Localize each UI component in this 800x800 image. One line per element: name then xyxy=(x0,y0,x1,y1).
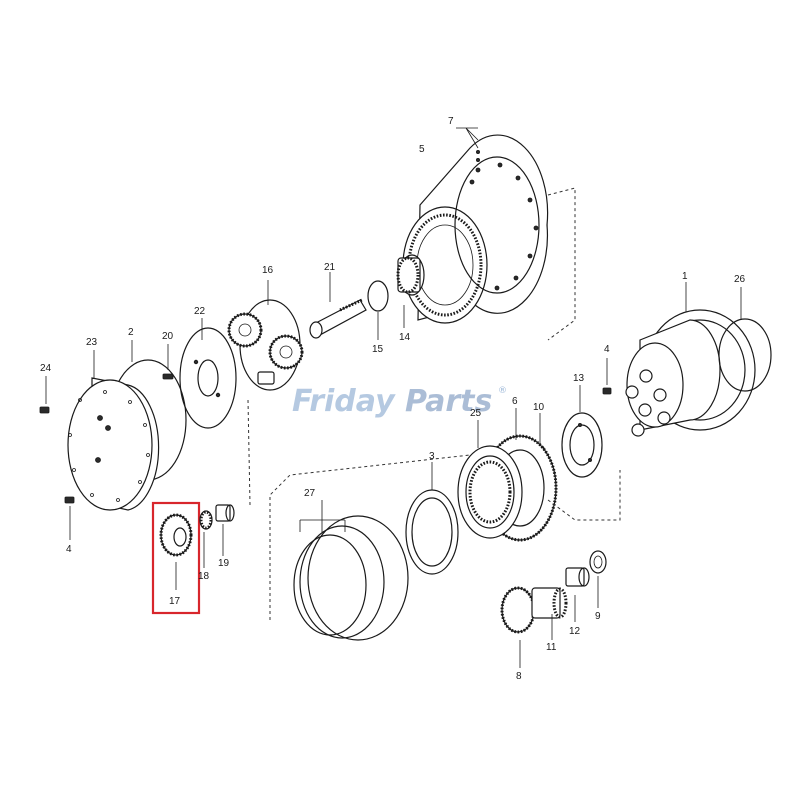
part-21-shaft xyxy=(309,272,367,339)
label-10: 10 xyxy=(533,402,545,413)
label-5: 5 xyxy=(419,144,425,155)
label-4b: 4 xyxy=(604,344,610,355)
label-1: 1 xyxy=(682,271,688,282)
part-17-planet-gear xyxy=(159,513,193,590)
part-20-pin xyxy=(162,344,174,380)
part-4-bolt-left xyxy=(64,496,75,540)
label-18: 18 xyxy=(198,571,210,582)
label-16: 16 xyxy=(262,265,274,276)
part-4-bolt-right xyxy=(602,358,612,395)
part-13-plate xyxy=(561,385,603,478)
watermark-registered: ® xyxy=(498,386,507,396)
label-9: 9 xyxy=(595,611,601,622)
label-27: 27 xyxy=(304,488,316,499)
part-labels: 7 5 16 21 1 26 22 2 20 23 14 15 4 24 13 … xyxy=(40,116,746,682)
label-11: 11 xyxy=(546,642,557,653)
label-13: 13 xyxy=(573,373,585,384)
part-18-needle-bearing xyxy=(199,510,213,568)
label-6: 6 xyxy=(512,396,518,407)
part-7-bolts xyxy=(456,127,479,149)
highlight-box-part-17 xyxy=(151,501,201,615)
label-3: 3 xyxy=(429,451,435,462)
assembly-leader-upper xyxy=(247,187,576,506)
label-26: 26 xyxy=(734,274,746,285)
part-25-bearing xyxy=(457,420,523,539)
part-14-sun-gear xyxy=(396,254,425,328)
watermark-brand-part1: Friday xyxy=(292,384,396,419)
assembly-leader-lower xyxy=(269,454,621,620)
label-17: 17 xyxy=(169,596,181,607)
part-1-motor-housing xyxy=(625,282,756,437)
part-22-thrust-plate xyxy=(179,318,237,429)
label-2: 2 xyxy=(128,327,134,338)
part-12-bushing xyxy=(565,567,590,622)
label-21: 21 xyxy=(324,262,336,273)
label-20: 20 xyxy=(162,331,174,342)
part-11-shaft xyxy=(531,587,568,640)
part-16-planet-carrier xyxy=(227,280,304,391)
part-24-bolt xyxy=(39,376,50,414)
label-15: 15 xyxy=(372,344,384,355)
part-26-o-ring xyxy=(718,287,772,392)
label-23: 23 xyxy=(86,337,98,348)
part-8-gear xyxy=(500,586,536,668)
part-5-housing xyxy=(402,134,549,324)
label-22: 22 xyxy=(194,306,206,317)
label-12: 12 xyxy=(569,626,581,637)
part-3-seal-ring xyxy=(405,462,459,575)
watermark-logo: Friday Parts ® xyxy=(292,384,507,419)
label-7: 7 xyxy=(448,116,454,127)
label-25: 25 xyxy=(470,408,482,419)
label-24: 24 xyxy=(40,363,52,374)
label-14: 14 xyxy=(399,332,411,343)
label-8: 8 xyxy=(516,671,522,682)
label-4a: 4 xyxy=(66,544,72,555)
part-19-bushing xyxy=(215,504,235,556)
watermark-brand-part2: Parts xyxy=(405,384,492,419)
part-9-washer xyxy=(589,550,607,608)
part-15-snap-ring xyxy=(367,280,389,340)
part-27-floating-seal xyxy=(293,500,409,641)
label-19: 19 xyxy=(218,558,230,569)
part-23-cover xyxy=(67,350,160,511)
